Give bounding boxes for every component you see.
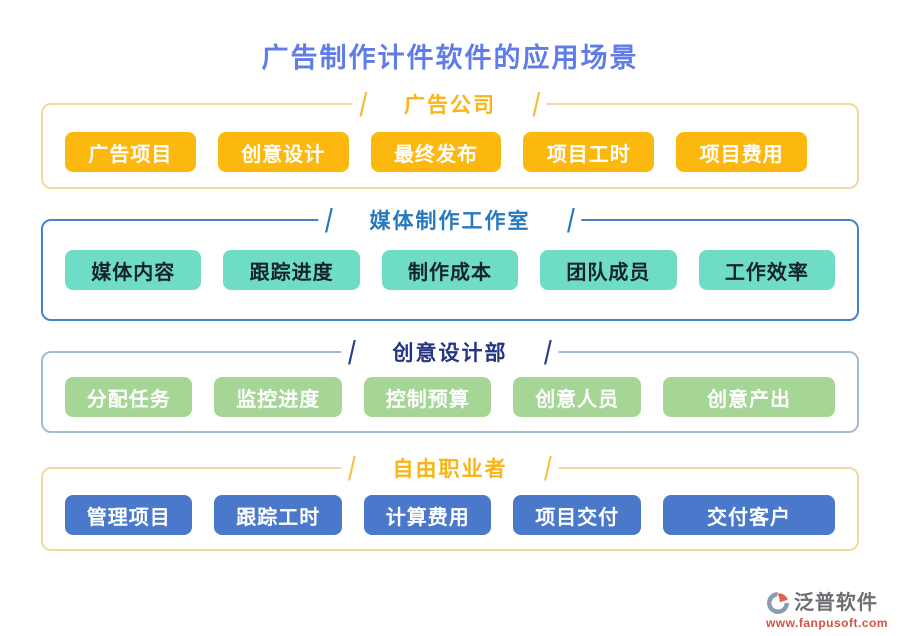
button-production-cost[interactable]: 制作成本 bbox=[381, 250, 519, 290]
button-manage-projects[interactable]: 管理项目 bbox=[65, 495, 193, 535]
slash-decoration-icon: / bbox=[325, 201, 333, 239]
button-track-hours[interactable]: 跟踪工时 bbox=[214, 495, 342, 535]
section-advertising-company: / 广告公司 / 广告项目 创意设计 最终发布 项目工时 项目费用 bbox=[41, 84, 859, 189]
button-final-release[interactable]: 最终发布 bbox=[370, 132, 502, 172]
slash-decoration-icon: / bbox=[359, 85, 368, 123]
button-team-members[interactable]: 团队成员 bbox=[540, 250, 677, 290]
button-row: 媒体内容 跟踪进度 制作成本 团队成员 工作效率 bbox=[43, 250, 857, 290]
section-creative-design-dept: / 创意设计部 / 分配任务 监控进度 控制预算 创意人员 创意产出 bbox=[41, 332, 859, 433]
logo-row: 泛普软件 bbox=[766, 591, 888, 615]
button-project-hours[interactable]: 项目工时 bbox=[523, 132, 655, 172]
page-title: 广告制作计件软件的应用场景 bbox=[261, 43, 639, 73]
slash-decoration-icon: / bbox=[567, 201, 575, 239]
section-title: 创意设计部 bbox=[392, 341, 508, 365]
button-calculate-fees[interactable]: 计算费用 bbox=[363, 495, 492, 535]
section-title: 广告公司 bbox=[404, 93, 496, 117]
slash-decoration-icon: / bbox=[348, 333, 356, 371]
button-media-content[interactable]: 媒体内容 bbox=[65, 250, 202, 290]
button-creative-design[interactable]: 创意设计 bbox=[217, 132, 349, 172]
button-assign-tasks[interactable]: 分配任务 bbox=[65, 377, 193, 417]
button-creative-output[interactable]: 创意产出 bbox=[662, 377, 836, 417]
section-media-production-studio: / 媒体制作工作室 / 媒体内容 跟踪进度 制作成本 团队成员 工作效率 bbox=[41, 200, 859, 321]
button-monitor-progress[interactable]: 监控进度 bbox=[214, 377, 342, 417]
section-header-advertising-company: / 广告公司 / bbox=[352, 84, 548, 124]
section-header-creative-design-dept: / 创意设计部 / bbox=[341, 332, 559, 372]
button-track-progress[interactable]: 跟踪进度 bbox=[223, 250, 360, 290]
slash-decoration-icon: / bbox=[544, 449, 552, 487]
section-header-media-production-studio: / 媒体制作工作室 / bbox=[318, 200, 582, 240]
section-title: 自由职业者 bbox=[392, 457, 508, 481]
button-project-cost[interactable]: 项目费用 bbox=[676, 132, 807, 172]
fanpu-logo-icon bbox=[766, 591, 790, 615]
button-row: 广告项目 创意设计 最终发布 项目工时 项目费用 bbox=[43, 132, 857, 172]
button-deliver-to-client[interactable]: 交付客户 bbox=[662, 495, 836, 535]
button-row: 分配任务 监控进度 控制预算 创意人员 创意产出 bbox=[43, 377, 857, 417]
button-row: 管理项目 跟踪工时 计算费用 项目交付 交付客户 bbox=[43, 495, 857, 535]
button-project-delivery[interactable]: 项目交付 bbox=[513, 495, 641, 535]
section-freelancers: / 自由职业者 / 管理项目 跟踪工时 计算费用 项目交付 交付客户 bbox=[41, 448, 859, 551]
section-title: 媒体制作工作室 bbox=[369, 209, 531, 233]
button-ad-project[interactable]: 广告项目 bbox=[65, 132, 196, 172]
button-control-budget[interactable]: 控制预算 bbox=[363, 377, 492, 417]
button-work-efficiency[interactable]: 工作效率 bbox=[698, 250, 836, 290]
brand-name: 泛普软件 bbox=[793, 591, 878, 614]
button-creative-staff[interactable]: 创意人员 bbox=[513, 377, 641, 417]
slash-decoration-icon: / bbox=[348, 449, 356, 487]
fanpu-brand-lockup: 泛普软件 www.fanpusoft.com bbox=[766, 591, 888, 630]
section-header-freelancers: / 自由职业者 / bbox=[341, 448, 559, 488]
sections-container: / 广告公司 / 广告项目 创意设计 最终发布 项目工时 项目费用 / 媒体制作… bbox=[0, 84, 900, 551]
brand-url: www.fanpusoft.com bbox=[765, 615, 888, 630]
slash-decoration-icon: / bbox=[544, 333, 552, 371]
slash-decoration-icon: / bbox=[532, 85, 541, 123]
